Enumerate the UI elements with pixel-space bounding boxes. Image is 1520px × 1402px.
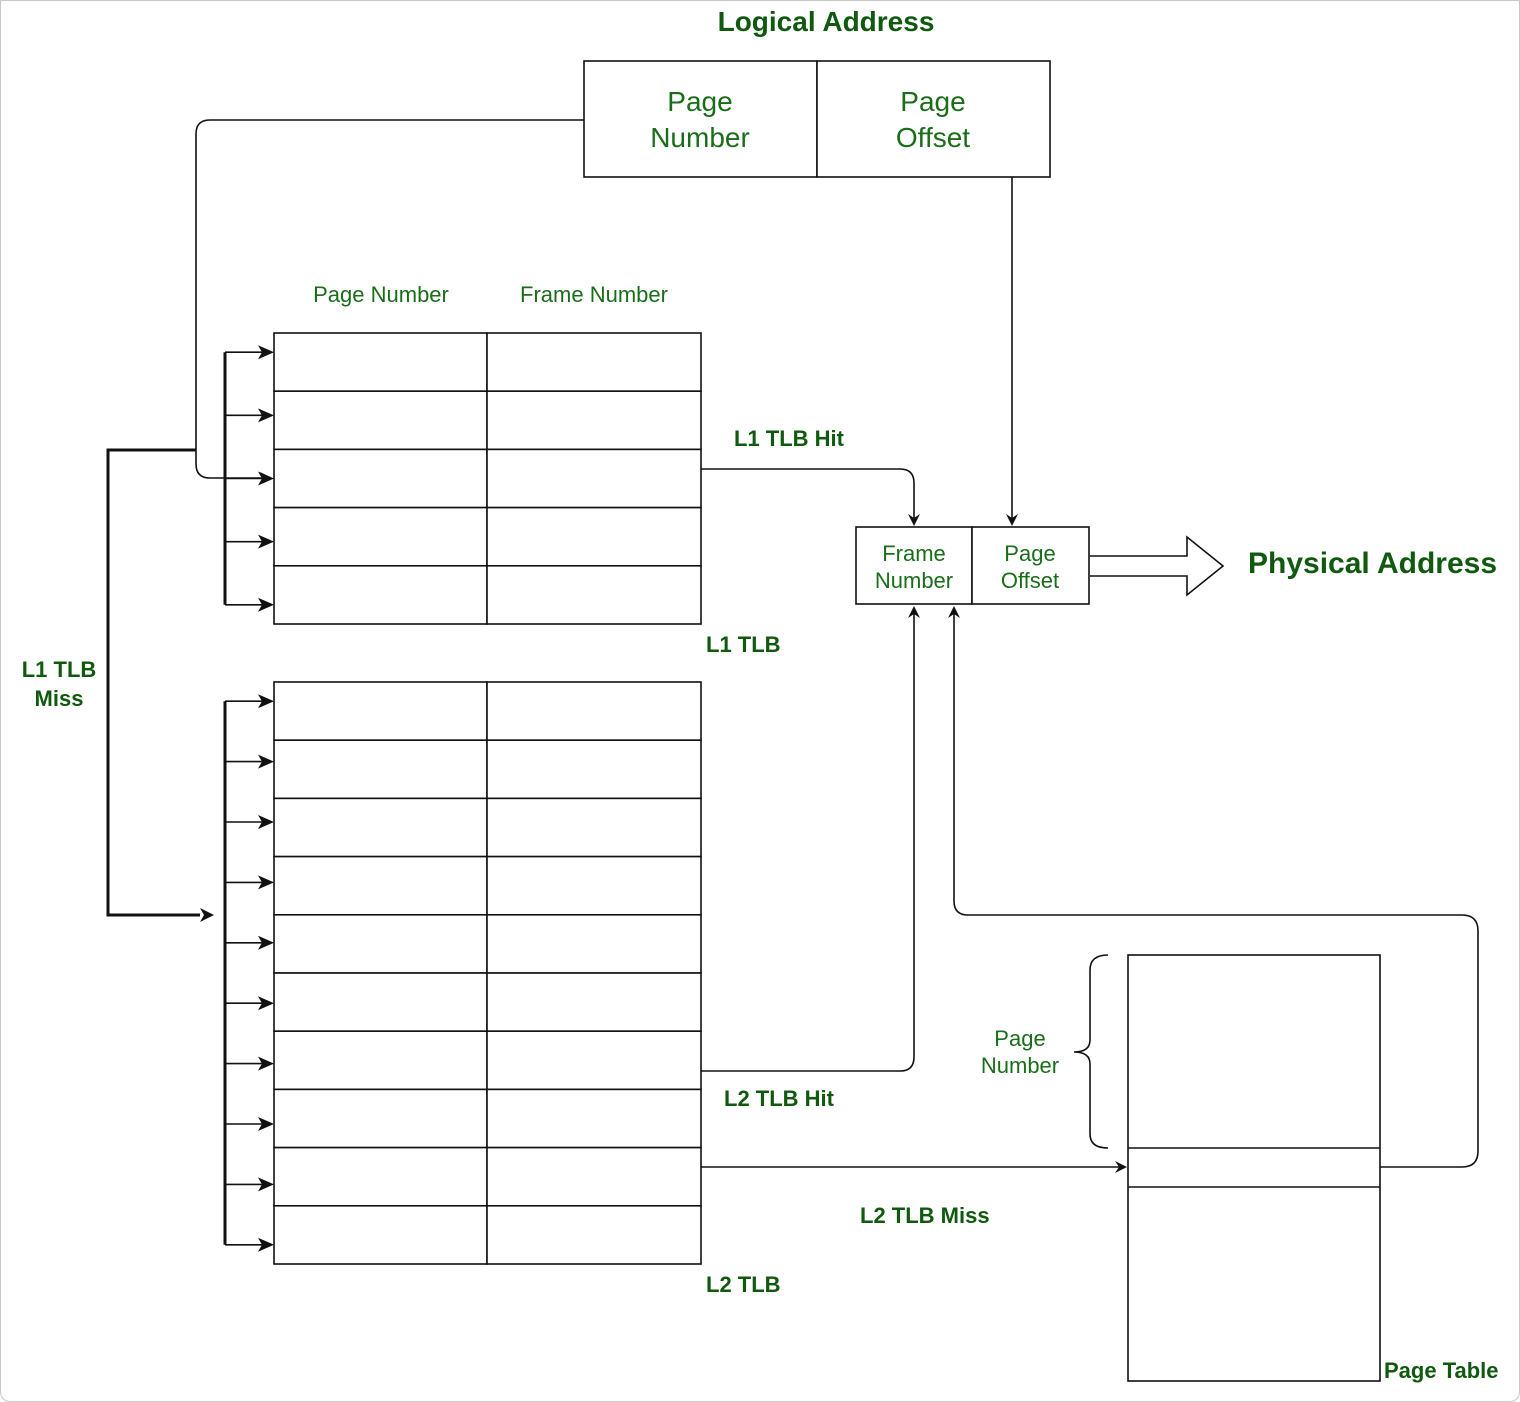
- physical-frame-number-line1: Frame: [882, 541, 946, 566]
- l1-tlb-table: [273, 332, 702, 625]
- l2-tlb-row-3-frame-cell: [486, 797, 702, 858]
- l2-tlb-row-2-page-cell: [273, 739, 488, 800]
- logical-page-offset-line2: Offset: [896, 122, 970, 153]
- l2-tlb-hit-label: L2 TLB Hit: [724, 1086, 835, 1111]
- l2-tlb-index-arrowhead-2: [258, 754, 274, 769]
- l2-tlb-row-10-page-cell: [273, 1205, 488, 1265]
- page-table: [1127, 954, 1381, 1382]
- l2-tlb-row-10-frame-cell: [486, 1205, 702, 1265]
- physical-frame-number-field: [855, 526, 973, 605]
- l2-tlb-row-7-frame-cell: [486, 1030, 702, 1091]
- logical-address-title: Logical Address: [718, 6, 935, 37]
- l1-tlb-index-arrowhead-4: [258, 534, 274, 549]
- l2-tlb-row-9-page-cell: [273, 1146, 488, 1207]
- l2-tlb-index-arrowhead-5: [258, 935, 274, 950]
- l2-tlb-row-2-frame-cell: [486, 739, 702, 800]
- l1-tlb-index-arrowhead-2: [258, 408, 274, 423]
- page-table-to-physical-connector: [948, 606, 1479, 1168]
- logical-page-offset-line1: Page: [900, 86, 965, 117]
- l1-tlb-row-1-page-cell: [273, 332, 488, 393]
- tlb-header-frame-number: Frame Number: [520, 282, 668, 307]
- l1-tlb-index-arrowhead-1: [258, 345, 274, 360]
- physical-page-offset-field: [971, 526, 1090, 605]
- logical-page-number-line2: Number: [650, 122, 750, 153]
- l2-tlb-row-1-page-cell: [273, 681, 488, 742]
- physical-frame-number-line2: Number: [875, 568, 953, 593]
- l2-tlb-row-4-frame-cell: [486, 855, 702, 916]
- l1-tlb-row-4-frame-cell: [486, 506, 702, 567]
- l1-tlb-row-2-page-cell: [273, 390, 488, 451]
- l2-tlb-row-5-frame-cell: [486, 913, 702, 974]
- l1-tlb-row-1-frame-cell: [486, 332, 702, 393]
- l2-tlb-table: [273, 681, 702, 1265]
- l2-tlb-index-arrowhead-4: [258, 875, 274, 890]
- l1-miss-connector: [106, 448, 200, 917]
- l2-tlb-row-8-frame-cell: [486, 1088, 702, 1149]
- l2-tlb-row-9-frame-cell: [486, 1146, 702, 1207]
- l1-tlb-row-5-page-cell: [273, 564, 488, 625]
- l1-tlb-miss-label-line1: L1 TLB: [22, 657, 97, 682]
- l2-tlb-row-8-page-cell: [273, 1088, 488, 1149]
- logical-page-number-field: [583, 60, 818, 178]
- l1-tlb-index-arrowhead-5: [258, 597, 274, 612]
- l2-tlb-index-arrowhead-1: [258, 694, 274, 709]
- l2-tlb-label: L2 TLB: [706, 1272, 781, 1297]
- l2-tlb-row-3-page-cell: [273, 797, 488, 858]
- l2-tlb-row-5-page-cell: [273, 913, 488, 974]
- l2-tlb-miss-label: L2 TLB Miss: [860, 1203, 990, 1228]
- l1-tlb-row-4-page-cell: [273, 506, 488, 567]
- l1-hit-connector: [701, 468, 920, 526]
- l2-tlb-row-4-page-cell: [273, 855, 488, 916]
- l2-tlb-row-6-frame-cell: [486, 972, 702, 1033]
- l2-tlb-index-arrowhead-7: [258, 1056, 274, 1071]
- page-number-brace-icon: [1073, 954, 1109, 1149]
- l2-tlb-row-6-page-cell: [273, 972, 488, 1033]
- l1-tlb-row-2-frame-cell: [486, 390, 702, 451]
- page-table-brace-label-line1: Page: [994, 1026, 1045, 1051]
- l2-tlb-index-arrowhead-6: [258, 996, 274, 1011]
- physical-page-offset-line1: Page: [1004, 541, 1055, 566]
- page-table-brace-label-line2: Number: [981, 1053, 1059, 1078]
- output-block-arrow-icon: [1090, 535, 1225, 597]
- l2-tlb-row-7-page-cell: [273, 1030, 488, 1091]
- l2-tlb-index-arrowhead-8: [258, 1116, 274, 1131]
- l1-tlb-row-3-frame-cell: [486, 448, 702, 509]
- l1-miss-arrowhead: [200, 908, 214, 922]
- tlb-header-page-number: Page Number: [313, 282, 449, 307]
- l1-tlb-hit-label: L1 TLB Hit: [734, 426, 845, 451]
- physical-address-title: Physical Address: [1248, 547, 1497, 580]
- l1-tlb-index-arrowhead-3: [258, 471, 274, 486]
- l1-tlb-row-5-frame-cell: [486, 564, 702, 625]
- page-number-to-l1-connector: [195, 119, 584, 484]
- l1-tlb-miss-label-line2: Miss: [35, 686, 84, 711]
- l2-tlb-row-1-frame-cell: [486, 681, 702, 742]
- page-table-label: Page Table: [1384, 1358, 1499, 1383]
- l2-tlb-index-arrowhead-9: [258, 1177, 274, 1192]
- l2-tlb-index-arrows: [223, 694, 274, 1252]
- l2-hit-connector: [701, 606, 920, 1072]
- l2-tlb-index-arrowhead-10: [258, 1237, 274, 1252]
- physical-page-offset-line2: Offset: [1001, 568, 1059, 593]
- l2-tlb-index-arrowhead-3: [258, 815, 274, 830]
- logical-page-number-line1: Page: [667, 86, 732, 117]
- l1-tlb-index-arrows: [223, 345, 274, 612]
- l1-tlb-label: L1 TLB: [706, 632, 781, 657]
- l1-tlb-row-3-page-cell: [273, 448, 488, 509]
- logical-page-offset-field: [816, 60, 1051, 178]
